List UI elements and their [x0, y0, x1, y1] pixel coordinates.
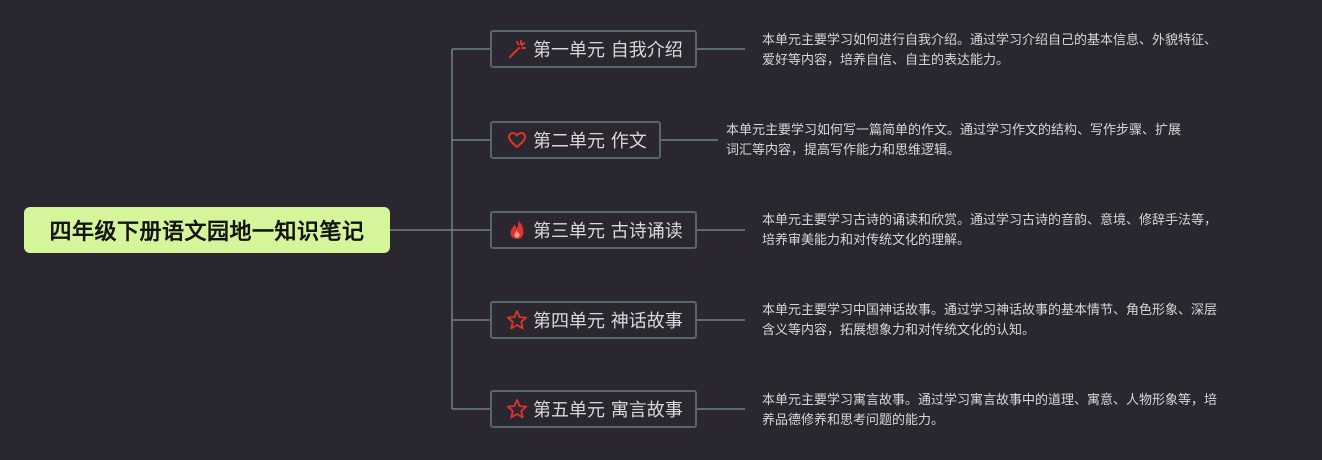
heart-icon	[506, 129, 528, 151]
unit-label-2: 第二单元 作文	[533, 131, 647, 152]
root-topic[interactable]: 四年级下册语文园地一知识笔记	[24, 207, 390, 253]
unit-node-5[interactable]: 第五单元 寓言故事	[490, 390, 697, 428]
unit-label-3: 第三单元 古诗诵读	[533, 221, 683, 242]
unit-desc-3-line2: 培养审美能力和对传统文化的理解。	[762, 233, 971, 248]
star-icon	[506, 398, 528, 420]
unit-desc-5: 本单元主要学习寓言故事。通过学习寓言故事中的道理、寓意、人物形象等，培 养品德修…	[762, 391, 1217, 431]
unit-node-2[interactable]: 第二单元 作文	[490, 121, 661, 159]
unit-label-1: 第一单元 自我介绍	[533, 40, 683, 61]
unit-desc-2: 本单元主要学习如何写一篇简单的作文。通过学习作文的结构、写作步骤、扩展 词汇等内…	[726, 121, 1181, 161]
unit-desc-5-line1: 本单元主要学习寓言故事。通过学习寓言故事中的道理、寓意、人物形象等，培	[762, 393, 1218, 408]
unit-label-5: 第五单元 寓言故事	[533, 400, 683, 421]
unit-desc-3: 本单元主要学习古诗的诵读和欣赏。通过学习古诗的音韵、意境、修辞手法等， 培养审美…	[762, 211, 1217, 251]
unit-desc-3-line1: 本单元主要学习古诗的诵读和欣赏。通过学习古诗的音韵、意境、修辞手法等，	[762, 213, 1218, 228]
unit-node-3[interactable]: 第三单元 古诗诵读	[490, 211, 697, 249]
magic-wand-icon	[506, 38, 528, 60]
fire-icon	[506, 219, 528, 241]
unit-desc-4-line1: 本单元主要学习中国神话故事。通过学习神话故事的基本情节、角色形象、深层	[762, 303, 1218, 318]
unit-node-1[interactable]: 第一单元 自我介绍	[490, 30, 697, 68]
star-icon	[506, 309, 528, 331]
unit-desc-5-line2: 养品德修养和思考问题的能力。	[762, 413, 945, 428]
unit-desc-1: 本单元主要学习如何进行自我介绍。通过学习介绍自己的基本信息、外貌特征、 爱好等内…	[762, 31, 1217, 71]
unit-desc-4: 本单元主要学习中国神话故事。通过学习神话故事的基本情节、角色形象、深层 含义等内…	[762, 301, 1217, 341]
unit-node-4[interactable]: 第四单元 神话故事	[490, 301, 697, 339]
unit-desc-1-line2: 爱好等内容，培养自信、自主的表达能力。	[762, 53, 1010, 68]
unit-desc-2-line2: 词汇等内容，提高写作能力和思维逻辑。	[726, 143, 961, 158]
unit-desc-1-line1: 本单元主要学习如何进行自我介绍。通过学习介绍自己的基本信息、外貌特征、	[762, 33, 1218, 48]
unit-label-4: 第四单元 神话故事	[533, 311, 683, 332]
unit-desc-4-line2: 含义等内容，拓展想象力和对传统文化的认知。	[762, 323, 1036, 338]
unit-desc-2-line1: 本单元主要学习如何写一篇简单的作文。通过学习作文的结构、写作步骤、扩展	[726, 123, 1182, 138]
